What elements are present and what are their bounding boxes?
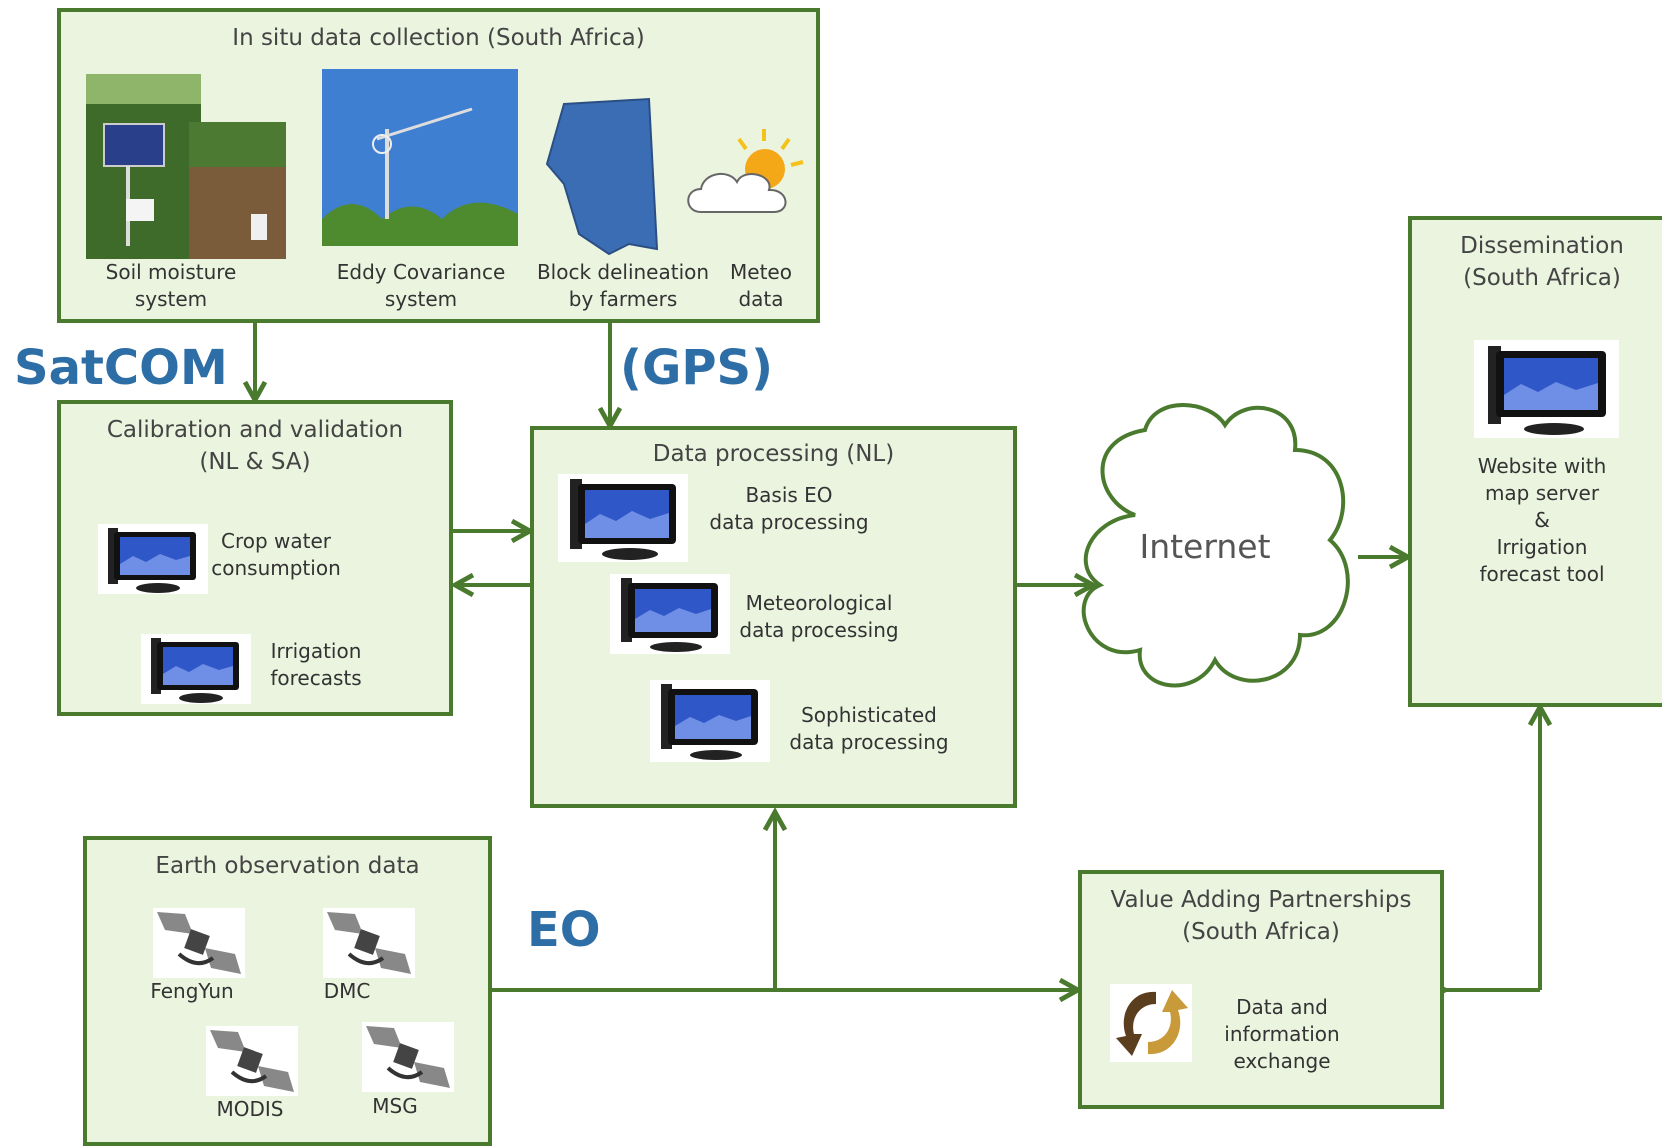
calibration-box: Calibration and validation (NL & SA) Cro…: [57, 400, 453, 716]
computer-monitor-icon: [98, 524, 208, 594]
earth-observation-title: Earth observation data: [155, 853, 420, 879]
dissemination-box: Dissemination (South Africa) Website wit…: [1408, 216, 1662, 707]
meteorological-label: Meteorological data processing: [739, 591, 899, 642]
calibration-title: Calibration and validation (NL & SA): [106, 417, 404, 475]
sun-cloud-icon: [679, 127, 809, 227]
msg-label: MSG: [372, 1094, 418, 1118]
eo-label: EO: [527, 902, 601, 958]
satellite-icon: [153, 908, 245, 978]
data-processing-box: Data processing (NL) Basis EO data proce…: [530, 426, 1017, 808]
dmc-label: DMC: [323, 979, 371, 1003]
value-adding-box: Value Adding Partnerships (South Africa)…: [1078, 870, 1444, 1109]
eddy-covariance-label: Eddy Covariance system: [336, 260, 506, 311]
computer-monitor-icon: [558, 474, 688, 562]
website-tool-label: Website with map server & Irrigation for…: [1477, 454, 1607, 586]
in-situ-title: In situ data collection (South Africa): [232, 25, 645, 51]
basis-eo-label: Basis EO data processing: [709, 483, 869, 534]
exchange-cycle-icon: [1110, 984, 1192, 1062]
computer-monitor-icon: [1474, 340, 1619, 438]
crop-water-label: Crop water consumption: [211, 529, 341, 580]
internet-label: Internet: [1139, 527, 1271, 566]
earth-observation-box: Earth observation data FengYun DMC MODIS…: [83, 836, 492, 1146]
gps-label: (GPS): [620, 340, 774, 396]
soil-moisture-label: Soil moisture system: [105, 260, 237, 311]
modis-label: MODIS: [216, 1097, 284, 1121]
block-delineation-label: Block delineation by farmers: [536, 260, 710, 311]
dissemination-title: Dissemination (South Africa): [1460, 233, 1624, 291]
satellite-icon: [362, 1022, 454, 1092]
field-block-icon: [539, 94, 664, 259]
irrigation-forecasts-label: Irrigation forecasts: [270, 639, 362, 690]
cloud-icon: [1081, 403, 1350, 688]
fengyun-label: FengYun: [150, 979, 234, 1003]
soil-moisture-photo: [86, 74, 286, 259]
data-exchange-label: Data and information exchange: [1224, 995, 1340, 1073]
computer-monitor-icon: [141, 634, 251, 704]
in-situ-data-box: In situ data collection (South Africa): [57, 8, 820, 323]
value-adding-title: Value Adding Partnerships (South Africa): [1110, 887, 1412, 945]
eddy-covariance-photo: [322, 69, 518, 246]
meteo-data-label: Meteo data: [730, 260, 792, 311]
satellite-icon: [323, 908, 415, 978]
computer-monitor-icon: [610, 574, 730, 654]
sophisticated-label: Sophisticated data processing: [789, 703, 949, 754]
satellite-icon: [206, 1026, 298, 1096]
satcom-label: SatCOM: [14, 340, 228, 396]
data-processing-title: Data processing (NL): [652, 441, 895, 467]
computer-monitor-icon: [650, 680, 770, 762]
